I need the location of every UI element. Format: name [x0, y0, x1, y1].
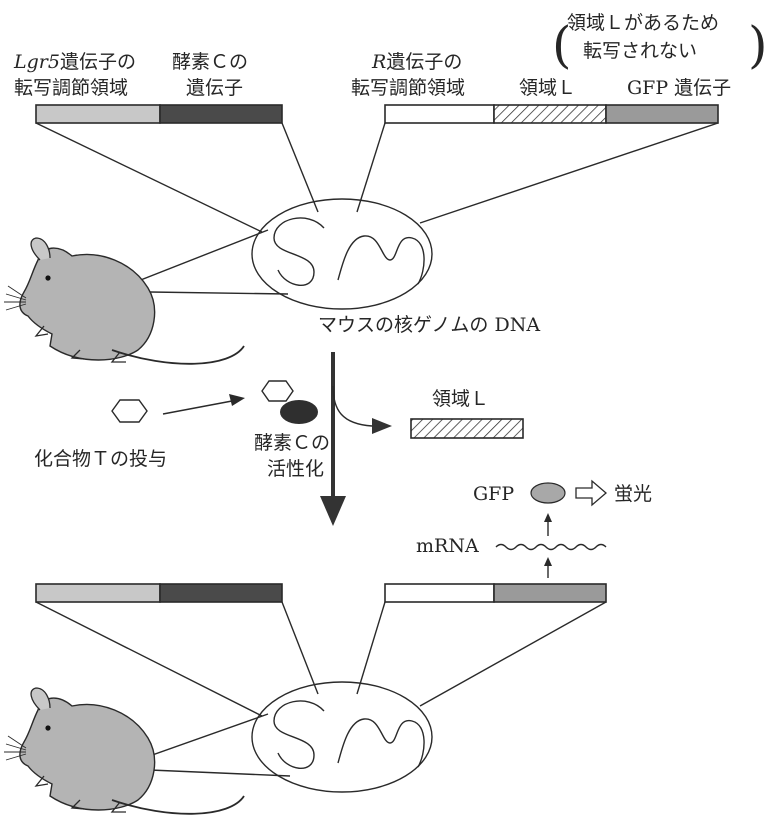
- enzymeC-label-line2: 遺伝子: [186, 77, 243, 99]
- gfp-protein-oval-icon: [530, 482, 566, 504]
- fluorescence-label: 蛍光: [614, 483, 652, 505]
- compound-bound-hexagon-icon: [261, 380, 294, 402]
- enzyme-oval-icon: [280, 400, 318, 424]
- transcription-arrow-head: [544, 557, 552, 566]
- nucleus-bottom: [251, 681, 433, 793]
- lgr5-label-line2: 転写調節領域: [14, 77, 128, 99]
- chromosome-bottom: [273, 700, 425, 770]
- lgr5-italic: Lgr5: [13, 51, 60, 73]
- enzymeC-label-line1: 酵素Ｃの: [172, 51, 248, 73]
- r-italic: R: [371, 51, 386, 73]
- mrna-label: mRNA: [416, 535, 479, 557]
- hollow-arrow-icon: [575, 479, 607, 507]
- lgr5-rest: 遺伝子の: [60, 51, 136, 73]
- dna-bar-r-before: [384, 104, 719, 124]
- zoom-lines-bottom: [35, 601, 607, 717]
- chromosome-top: [273, 217, 425, 287]
- excision-arrow-head: [372, 418, 392, 434]
- gfp-gene-label: GFP 遺伝子: [627, 77, 731, 99]
- r-label-line1: R遺伝子の: [371, 51, 462, 73]
- hexagon-icon: [111, 399, 148, 423]
- regionL-label: 領域Ｌ: [519, 77, 576, 99]
- excision-curve: [332, 385, 373, 427]
- enzymeC-gene-after: [159, 583, 283, 603]
- nucleus-top: [251, 198, 433, 310]
- main-down-arrow-head: [320, 496, 346, 526]
- region-L-removed: [410, 418, 524, 439]
- compound-arrow-head: [229, 394, 245, 406]
- note-line2: 転写されない: [583, 40, 697, 62]
- dna-bar-lgr5-before: [35, 104, 283, 124]
- regionL-removed-label: 領域Ｌ: [432, 388, 489, 410]
- gfp-gene-after: [493, 583, 607, 603]
- enzymeC-gene: [159, 104, 283, 124]
- enzyme-active-line2: 活性化: [267, 458, 324, 480]
- nucleus-caption: マウスの核ゲノムの DNA: [318, 314, 540, 336]
- lgr5-label-line1: Lgr5遺伝子の: [13, 51, 136, 73]
- compound-T-label: 化合物Ｔの投与: [34, 448, 167, 470]
- note-paren-right: ): [748, 16, 768, 74]
- lgr5-regulatory-region: [35, 104, 161, 124]
- enzyme-active-line1: 酵素Ｃの: [254, 432, 330, 454]
- mouse-icon-top: [3, 237, 245, 365]
- r-regulatory-region: [384, 104, 495, 124]
- region-L: [493, 104, 607, 124]
- lgr5-regulatory-region-after: [35, 583, 161, 603]
- mrna-wave: [495, 543, 607, 551]
- zoom-lines-top: [35, 122, 719, 233]
- compound-arrow-line: [162, 400, 233, 415]
- translation-arrow-head: [544, 513, 552, 522]
- dna-bar-lgr5-after: [35, 583, 283, 603]
- r-label-line2: 転写調節領域: [351, 77, 465, 99]
- dna-bar-r-after: [384, 583, 607, 603]
- mouse-icon-bottom: [3, 687, 245, 815]
- gfp-gene: [605, 104, 719, 124]
- note-paren-left: (: [552, 16, 572, 74]
- note-line1: 領域Ｌがあるため: [567, 12, 719, 34]
- gfp-protein-label: GFP: [473, 483, 514, 505]
- r-regulatory-region-after: [384, 583, 495, 603]
- r-rest: 遺伝子の: [386, 51, 462, 73]
